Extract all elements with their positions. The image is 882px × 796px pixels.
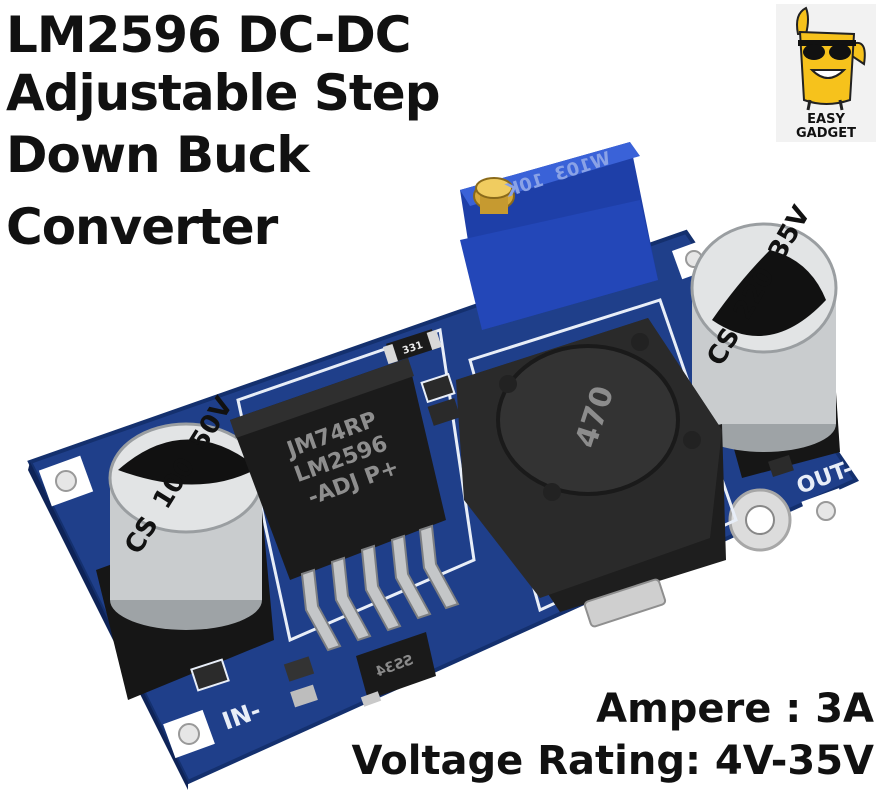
pcb-edge	[28, 462, 188, 790]
title-line-2: Adjustable Step	[6, 64, 440, 122]
chip-pins	[300, 524, 460, 652]
mascot-icon	[796, 6, 866, 111]
title-line-3: Down Buck	[6, 126, 310, 184]
mounting-hole-right	[801, 488, 851, 534]
spec-voltage: Voltage Rating: 4V-35V	[351, 738, 874, 784]
logo-text-easy: EASY	[807, 112, 845, 127]
logo-text-gadget: GADGET	[796, 126, 856, 141]
mounting-hole-bottom	[163, 709, 215, 759]
title-line-1: LM2596 DC-DC	[6, 6, 411, 64]
trimmer-potentiometer: W103 10K	[460, 142, 658, 330]
smd-components	[190, 372, 794, 708]
easy-gadget-logo: EASY GADGET	[776, 4, 876, 142]
capacitor-right: CS 220 35V	[690, 201, 840, 478]
resistor: 331	[382, 329, 442, 365]
mounting-hole-left	[38, 455, 94, 507]
lm2596-chip: JM74RP LM2596 -ADJ P+	[230, 358, 460, 652]
title-line-4: Converter	[6, 198, 278, 256]
output-terminal	[728, 488, 792, 552]
chip-outline	[236, 327, 476, 643]
spec-ampere: Ampere : 3A	[596, 686, 874, 732]
inductor: 470	[456, 318, 726, 628]
diode: SS34	[356, 632, 436, 707]
